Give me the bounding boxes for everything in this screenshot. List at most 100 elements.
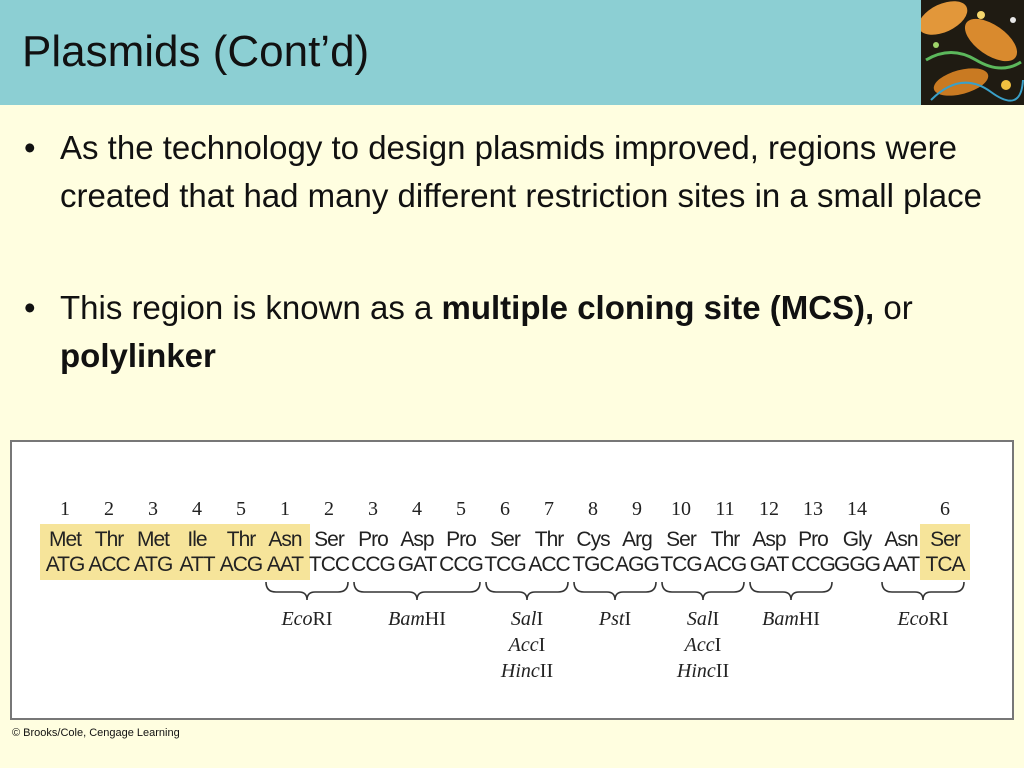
enzyme-numeral: RI [928,608,949,630]
codon: TCG [660,553,702,576]
enzyme-numeral: HI [798,608,820,630]
enzyme-numeral: I [536,608,544,630]
amino-acid: Arg [622,528,653,551]
position-number: 2 [324,498,334,520]
enzyme-name: HincII [467,658,587,684]
amino-acid: Asn [268,528,302,551]
enzyme-genus: Sal [510,608,537,630]
position-number: 10 [671,498,691,520]
codon: TCG [484,553,526,576]
amino-acid: Thr [94,528,125,551]
bullet-text: As the technology to design plasmids imp… [60,129,983,214]
amino-acid: Ser [314,528,345,551]
amino-acid: Thr [710,528,741,551]
enzyme-genus: Sal [686,608,713,630]
amino-acid: Cys [576,528,610,551]
amino-acid: Ser [666,528,697,551]
amino-acid: Met [136,528,170,551]
codon: ACC [528,553,570,576]
title-bar: Plasmids (Cont’d) [0,0,921,105]
brace-layer [265,581,965,601]
position-number: 2 [104,498,114,520]
enzyme-genus: Eco [897,608,929,630]
enzyme-genus: Hinc [500,660,540,682]
bullet-item: • As the technology to design plasmids im… [24,124,1014,220]
codon: TGC [572,553,614,576]
decorative-molecule-image [921,0,1024,105]
copyright-credit: © Brooks/Cole, Cengage Learning [12,727,180,739]
codon: CCG [791,553,836,576]
highlight-band [40,524,310,580]
enzyme-name: EcoRI [247,606,367,632]
position-number: 7 [544,498,554,520]
enzyme-name: SalI [643,606,763,632]
enzyme-label-group: EcoRI [247,606,367,632]
enzyme-name: BamHI [357,606,477,632]
site-brace [749,581,833,601]
codon: ACG [703,553,748,576]
amino-acid: Ile [187,528,207,551]
position-number: 5 [236,498,246,520]
codon: GAT [397,553,438,576]
enzyme-genus: Acc [684,634,715,656]
codon: CCG [439,553,484,576]
enzyme-genus: Pst [598,608,625,630]
highlight-band [920,524,970,580]
amino-acid: Met [48,528,82,551]
bullet-bold-text: polylinker [60,337,216,374]
position-number: 6 [500,498,510,520]
bullet-marker: • [24,289,36,326]
amino-acid: Pro [798,528,829,551]
codon: ACC [88,553,130,576]
amino-acid: Pro [446,528,477,551]
bullet-text: This region is known as a [60,289,442,326]
enzyme-genus: Bam [762,608,799,630]
amino-acid: Pro [358,528,389,551]
amino-acid: Ser [490,528,521,551]
amino-acid: Thr [534,528,565,551]
site-brace [573,581,657,601]
slide-title: Plasmids (Cont’d) [22,27,370,76]
position-number: 1 [280,498,290,520]
codon: CCG [351,553,396,576]
amino-acid: Thr [226,528,257,551]
site-brace [353,581,481,601]
enzyme-name: BamHI [731,606,851,632]
position-number: 11 [715,498,735,520]
enzyme-numeral: I [624,608,632,630]
position-number: 3 [148,498,158,520]
enzyme-numeral: I [538,634,546,656]
codon: ATG [45,553,86,576]
codon: GAT [749,553,790,576]
codon: ACG [219,553,264,576]
enzyme-numeral: II [539,660,554,682]
codon: AGG [615,553,660,576]
position-number: 13 [803,498,823,520]
codon: AAT [882,553,920,576]
enzyme-label-group: BamHI [731,606,851,632]
enzyme-numeral: I [714,634,722,656]
position-number: 5 [456,498,466,520]
enzyme-name: HincII [643,658,763,684]
enzyme-numeral: II [715,660,730,682]
codon: AAT [266,553,304,576]
enzyme-genus: Acc [508,634,539,656]
enzyme-name: AccI [643,632,763,658]
position-number: 1 [60,498,70,520]
enzyme-genus: Hinc [676,660,716,682]
amino-acid: Asp [400,528,434,551]
position-number: 4 [412,498,422,520]
bullet-item: • This region is known as a multiple clon… [24,284,1014,380]
codon: ATG [133,553,174,576]
position-number: 8 [588,498,598,520]
codon: TCA [925,553,966,576]
amino-acid: Gly [842,528,873,551]
bullet-list: • As the technology to design plasmids im… [24,124,1014,380]
codon: ATT [179,553,215,576]
enzyme-name: AccI [467,632,587,658]
bullet-marker: • [24,129,36,166]
bullet-bold-text: multiple cloning site (MCS), [441,289,875,326]
enzyme-genus: Eco [281,608,313,630]
